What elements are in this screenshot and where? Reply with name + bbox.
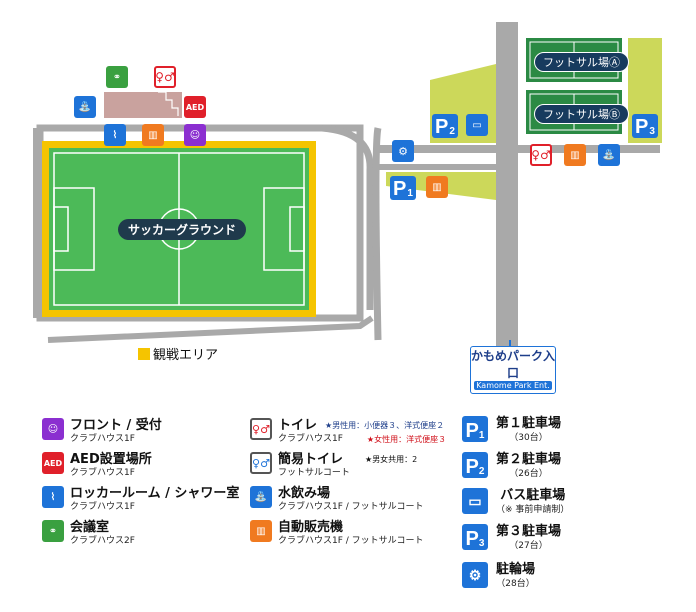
- legend-bus: ▭ バス駐車場 （※ 事前申請制）: [462, 488, 569, 516]
- legend-meeting-title: 会議室: [70, 520, 110, 535]
- legend-p1-sub: （30台）: [509, 433, 548, 443]
- legend-locker-sub: クラブハウス1F: [70, 502, 135, 512]
- road-to-entrance: [372, 127, 382, 341]
- bus-icon: ▭: [462, 488, 488, 514]
- cross-road-2: [378, 164, 496, 170]
- legend-locker-title: ロッカールーム / シャワー室: [70, 486, 240, 501]
- toilet-icon-2: ♀♂: [530, 144, 552, 166]
- bottom-road: [47, 315, 374, 343]
- legend-bike-title: 駐輪場: [496, 562, 536, 577]
- bus-icon: ▭: [466, 114, 488, 136]
- viewing-area-legend: 観戦エリア: [138, 344, 218, 363]
- legend-water-title: 水飲み場: [278, 486, 331, 501]
- legend-front-sub: クラブハウス1F: [70, 434, 135, 444]
- legend-front: ☺ フロント / 受付クラブハウス1F: [42, 418, 162, 445]
- field-lines: [53, 152, 305, 306]
- front-desk-icon: ☺: [42, 418, 64, 440]
- aed-icon: AED: [42, 452, 64, 474]
- legend-toilet-note-women: ★女性用：洋式便座３: [366, 434, 447, 444]
- front-desk-icon: ☺: [184, 124, 206, 146]
- legend-vending-sub: クラブハウス1F / フットサルコート: [278, 536, 424, 546]
- legend-locker: ⌇ ロッカールーム / シャワー室クラブハウス1F: [42, 486, 239, 513]
- legend-simple-toilet-sub: フットサルコート: [278, 468, 350, 478]
- meeting-room-icon: ⚭: [106, 66, 128, 88]
- entrance-en: Kamome Park Ent.: [474, 381, 552, 390]
- legend-p2-sub: （26台）: [509, 469, 548, 479]
- legend-aed-title: AED設置場所: [70, 452, 152, 467]
- shower-icon: ⌇: [104, 124, 126, 146]
- track-curve: [321, 124, 374, 310]
- legend-p3-sub: （27台）: [509, 541, 548, 551]
- legend-simple-toilet-title: 簡易トイレ: [278, 452, 344, 467]
- futsal-b-label: フットサル場Ⓑ: [534, 104, 629, 124]
- legend-toilet-note-men: ★男性用：小便器３、洋式便座２: [325, 421, 445, 430]
- meeting-room-icon: ⚭: [42, 520, 64, 542]
- main-road: [496, 22, 518, 352]
- legend-p2-title: 第２駐車場: [496, 452, 562, 467]
- water-fountain-icon-2: ⛲: [598, 144, 620, 166]
- shower-icon: ⌇: [42, 486, 64, 508]
- clubhouse-building: [104, 92, 182, 118]
- legend-p1-title: 第１駐車場: [496, 416, 562, 431]
- vending-machine-icon: ▥: [250, 520, 272, 542]
- water-fountain-icon: ⛲: [250, 486, 272, 508]
- legend-bike: ⚙ 駐輪場 （28台）: [462, 562, 535, 590]
- park-map: [33, 22, 662, 352]
- toilet-icon: ♀♂: [154, 66, 176, 88]
- viewing-area-label: 観戦エリア: [153, 348, 219, 363]
- legend-bus-title: バス駐車場: [500, 488, 566, 503]
- legend-vending: ▥ 自動販売機クラブハウス1F / フットサルコート: [250, 520, 423, 547]
- legend-toilet: ♀♂ トイレ ★男性用：小便器３、洋式便座２ クラブハウス1F ★女性用：洋式便座３: [250, 418, 446, 445]
- clubhouse-stairs: [158, 91, 179, 116]
- entrance-jp: かもめパーク入口: [471, 349, 556, 380]
- legend-toilet-sub: クラブハウス1F: [278, 434, 343, 444]
- legend-simple-toilet-note: ★男女共用：2: [365, 455, 418, 464]
- futsal-a-label: フットサル場Ⓐ: [534, 52, 629, 72]
- bicycle-icon: ⚙: [392, 140, 414, 162]
- legend-bus-sub: （※ 事前申請制）: [496, 505, 570, 515]
- legend-bike-sub: （28台）: [496, 579, 535, 589]
- legend-meeting: ⚭ 会議室クラブハウス2F: [42, 520, 135, 547]
- toilet-icon: ♀♂: [250, 418, 272, 440]
- track-path: [36, 124, 364, 322]
- simple-toilet-icon: ♀♂: [250, 452, 272, 474]
- vending-machine-icon-2: ▥: [426, 176, 448, 198]
- legend-simple-toilet: ♀♂ 簡易トイレ ★男女共用：2 フットサルコート: [250, 452, 417, 479]
- kamome-park-entrance: かもめパーク入口 Kamome Park Ent.: [470, 346, 556, 394]
- legend-aed-sub: クラブハウス1F: [70, 468, 135, 478]
- legend-p3-title: 第３駐車場: [496, 524, 562, 539]
- cross-road: [378, 145, 660, 153]
- legend-meeting-sub: クラブハウス2F: [70, 536, 135, 546]
- soccer-ground-label: サッカーグラウンド: [118, 219, 247, 240]
- aed-icon: AED: [184, 96, 206, 118]
- legend-toilet-title: トイレ: [278, 418, 318, 433]
- vending-machine-icon: ▥: [142, 124, 164, 146]
- legend-front-title: フロント / 受付: [70, 418, 162, 433]
- legend-water-sub: クラブハウス1F / フットサルコート: [278, 502, 424, 512]
- legend-aed: AED AED設置場所クラブハウス1F: [42, 452, 152, 479]
- viewing-swatch: [138, 347, 150, 360]
- legend-vending-title: 自動販売機: [278, 520, 344, 535]
- bicycle-icon: ⚙: [462, 562, 488, 588]
- legend-water: ⛲ 水飲み場クラブハウス1F / フットサルコート: [250, 486, 423, 513]
- vending-machine-icon-3: ▥: [564, 144, 586, 166]
- water-fountain-icon: ⛲: [74, 96, 96, 118]
